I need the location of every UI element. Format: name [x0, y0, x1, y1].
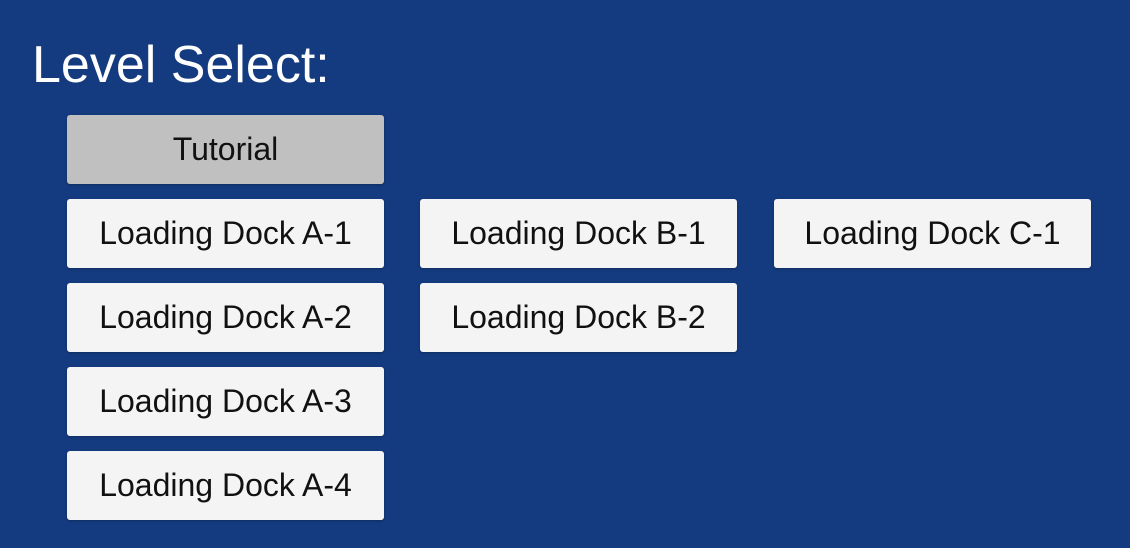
level-button-loading-dock-a-2[interactable]: Loading Dock A-2	[67, 283, 384, 352]
level-button-loading-dock-c-1[interactable]: Loading Dock C-1	[774, 199, 1091, 268]
level-button-loading-dock-b-1[interactable]: Loading Dock B-1	[420, 199, 737, 268]
level-button-loading-dock-a-1[interactable]: Loading Dock A-1	[67, 199, 384, 268]
level-button-loading-dock-a-3[interactable]: Loading Dock A-3	[67, 367, 384, 436]
level-button-loading-dock-b-2[interactable]: Loading Dock B-2	[420, 283, 737, 352]
level-select-title: Level Select:	[32, 36, 330, 94]
level-button-loading-dock-a-4[interactable]: Loading Dock A-4	[67, 451, 384, 520]
level-button-tutorial[interactable]: Tutorial	[67, 115, 384, 184]
